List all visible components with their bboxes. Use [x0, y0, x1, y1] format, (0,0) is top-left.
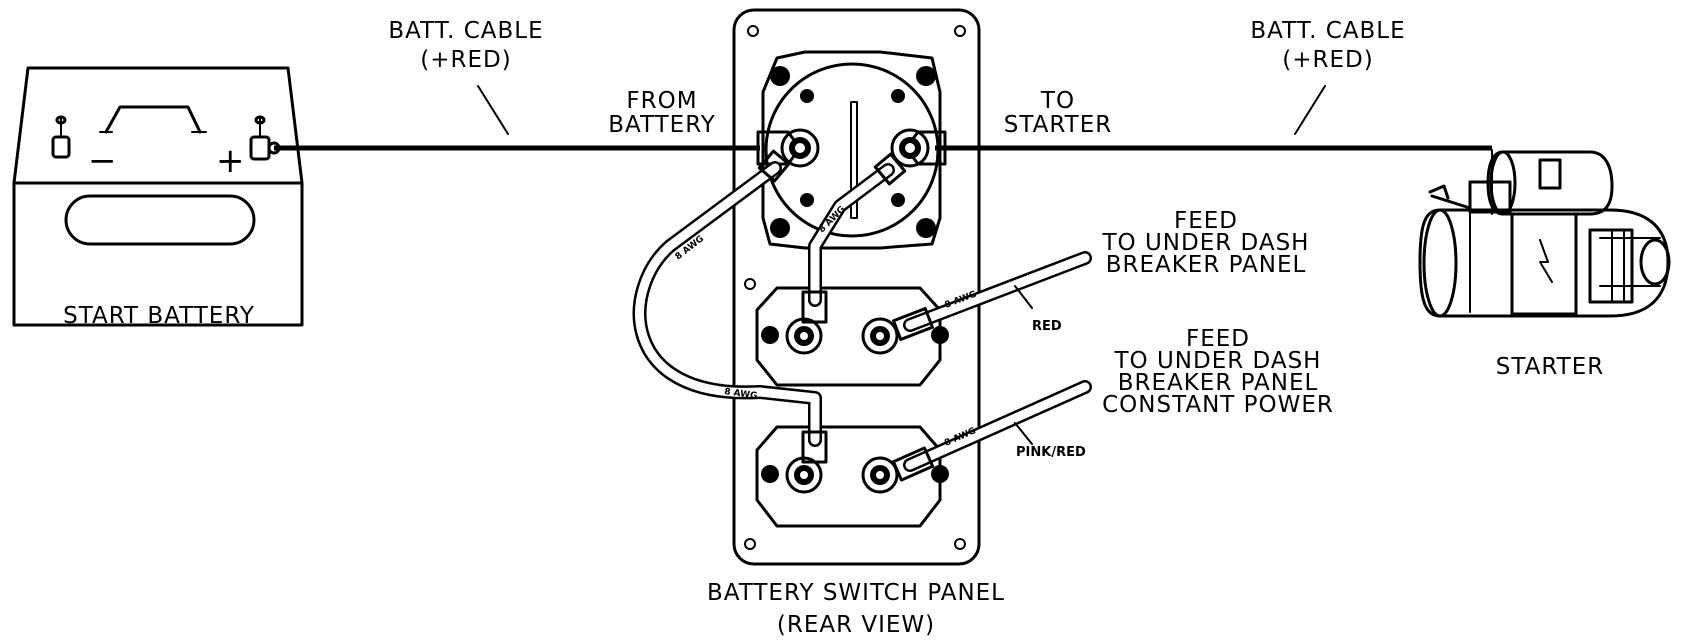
panel-title-line-1: BATTERY SWITCH PANEL	[707, 580, 1005, 606]
battery-switch	[756, 50, 947, 250]
feed-1-line-1: FEED	[1174, 208, 1238, 234]
from-battery-label-1: FROM	[626, 88, 697, 114]
battery-plus-sign: +	[216, 141, 245, 181]
to-starter-label-1: TO	[1040, 88, 1075, 114]
leader-batt-cable-left	[477, 85, 509, 135]
leader-red	[1014, 285, 1033, 309]
feed-2-line-2: TO UNDER DASH	[1114, 348, 1322, 374]
awg-label-3: 8 AWG	[724, 387, 758, 402]
leader-batt-cable-right	[1294, 85, 1326, 135]
wire-label-red: RED	[1032, 319, 1062, 334]
batt-cable-left-sublabel: (+RED)	[420, 47, 511, 73]
feed-2-line-3: BREAKER PANEL	[1118, 370, 1319, 396]
batt-cable-right-sublabel: (+RED)	[1282, 47, 1373, 73]
feed-1-line-3: BREAKER PANEL	[1106, 252, 1307, 278]
panel-title-line-2: (REAR VIEW)	[777, 612, 935, 638]
starter-label: STARTER	[1496, 354, 1604, 380]
circuit-breaker-upper	[755, 286, 949, 387]
batt-cable-right-label: BATT. CABLE	[1250, 18, 1405, 44]
feed-wire-red: 8 AWG	[892, 251, 1092, 341]
start-battery-label: START BATTERY	[63, 303, 255, 329]
feed-1-line-2: TO UNDER DASH	[1102, 230, 1310, 256]
circuit-breaker-lower	[755, 425, 949, 528]
battery-switch-panel	[732, 8, 981, 566]
batt-cable-left-label: BATT. CABLE	[388, 18, 543, 44]
feed-wire-pink-red: 8 AWG	[891, 380, 1092, 482]
leader-pink-red	[1014, 422, 1033, 445]
jumper-wire-lower	[632, 161, 822, 447]
from-battery-label-2: BATTERY	[608, 112, 716, 138]
to-starter-label-2: STARTER	[1004, 112, 1112, 138]
starter-motor	[1418, 149, 1671, 318]
jumper-wire-upper	[808, 163, 895, 307]
feed-2-line-4: CONSTANT POWER	[1102, 392, 1334, 418]
wire-label-pink-red: PINK/RED	[1016, 445, 1086, 460]
start-battery	[12, 66, 304, 327]
feed-2-line-1: FEED	[1186, 326, 1250, 352]
battery-minus-sign: −	[88, 141, 117, 181]
